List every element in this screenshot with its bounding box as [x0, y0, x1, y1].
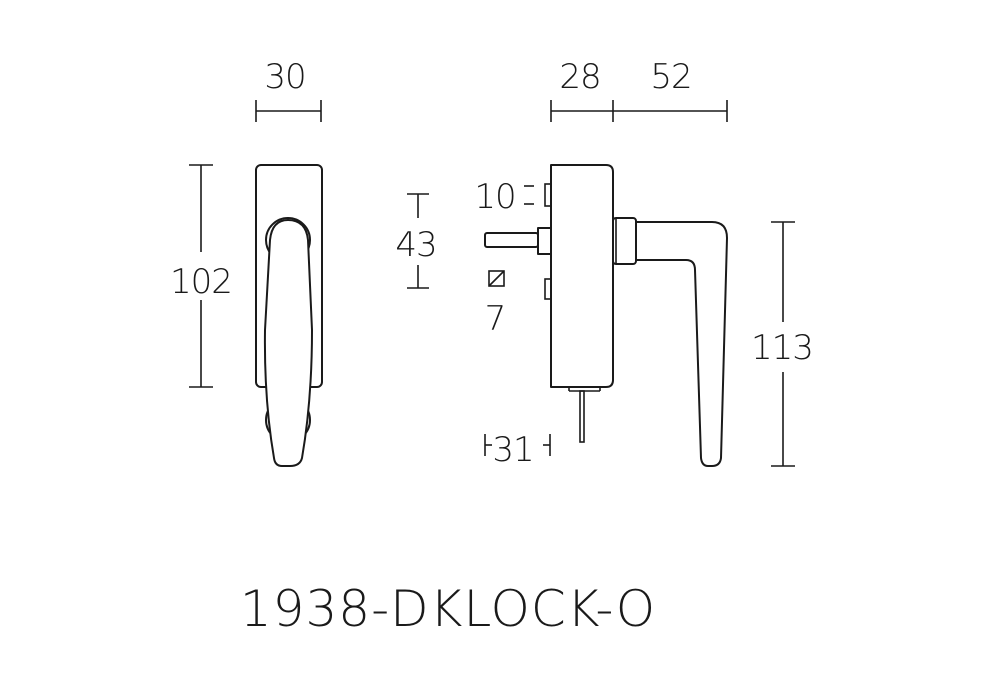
- front-width-label: 30: [264, 57, 305, 97]
- spindle-height-dimension: 43: [395, 193, 438, 289]
- spindle: [484, 232, 539, 248]
- side-depth-dimension: 28: [550, 57, 614, 122]
- spindle-length-dimension: 10: [474, 177, 552, 217]
- spindle-length-label: 10: [474, 177, 515, 217]
- front-handle-lever: [263, 219, 313, 467]
- front-height-dimension: 102: [170, 164, 233, 388]
- spindle-square-label: 7: [485, 299, 506, 339]
- side-body: [550, 164, 614, 388]
- key-length-dimension: 31: [484, 430, 551, 470]
- key: [579, 390, 585, 443]
- spindle-collar: [537, 227, 552, 255]
- handle-collar: [612, 217, 637, 265]
- front-height-label: 102: [170, 262, 232, 302]
- product-code-title: 1938-DKLOCK-O: [240, 580, 656, 638]
- handle-projection-label: 52: [650, 57, 691, 97]
- spindle-height-label: 43: [395, 225, 436, 265]
- handle-length-dimension: 113: [751, 221, 814, 467]
- side-view: 28 52 43 10 7: [395, 57, 814, 470]
- side-depth-label: 28: [559, 57, 600, 97]
- handle-length-label: 113: [751, 328, 813, 368]
- handle-projection-dimension: 52: [613, 57, 728, 122]
- square-spindle-icon: [488, 270, 505, 287]
- front-width-dimension: 30: [255, 57, 322, 122]
- spindle-square-dimension: 7: [485, 270, 506, 339]
- side-handle-lever: [635, 221, 728, 467]
- front-view: 30 102: [170, 57, 323, 467]
- key-length-label: 31: [492, 430, 533, 470]
